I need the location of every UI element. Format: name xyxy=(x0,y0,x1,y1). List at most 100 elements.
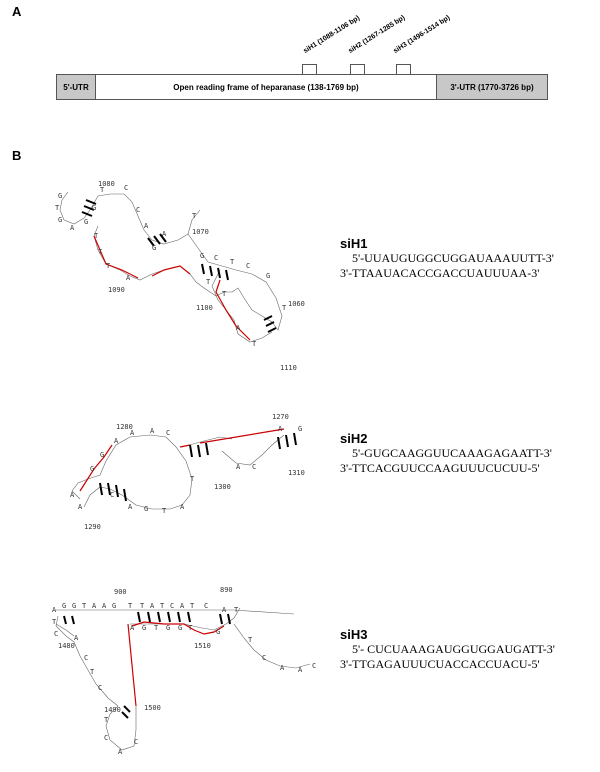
label-1310: 1310 xyxy=(288,469,305,477)
svg-text:G: G xyxy=(84,218,88,226)
svg-text:A: A xyxy=(222,606,227,614)
svg-text:T: T xyxy=(188,624,193,632)
svg-text:A: A xyxy=(78,503,83,511)
gene-bar: 5'-UTR Open reading frame of heparanase … xyxy=(56,74,548,100)
svg-text:A: A xyxy=(280,664,285,672)
svg-text:C: C xyxy=(312,662,316,670)
svg-text:C: C xyxy=(136,206,140,214)
svg-text:C: C xyxy=(214,254,218,262)
svg-text:A: A xyxy=(92,602,97,610)
svg-text:G: G xyxy=(166,624,170,632)
svg-text:T: T xyxy=(104,716,109,724)
svg-text:T: T xyxy=(106,262,111,270)
svg-text:T: T xyxy=(192,212,197,220)
svg-text:T: T xyxy=(222,290,227,298)
site-box-sih3 xyxy=(396,64,411,74)
svg-text:A: A xyxy=(130,429,135,437)
svg-text:T: T xyxy=(248,636,253,644)
svg-text:C: C xyxy=(84,654,88,662)
svg-text:T: T xyxy=(162,507,167,515)
svg-text:A: A xyxy=(130,624,135,632)
label-1500: 1500 xyxy=(144,704,161,712)
svg-text:A: A xyxy=(278,425,283,433)
svg-text:A: A xyxy=(118,748,123,756)
svg-text:T: T xyxy=(154,624,159,632)
panel-b-label: B xyxy=(12,148,22,163)
sirna-sih1-sense: 5'-UUAUGUGGCUGGAUAAAUUTT-3' xyxy=(352,251,554,265)
utr3-segment: 3'-UTR (1770-3726 bp) xyxy=(436,75,547,99)
svg-text:G: G xyxy=(216,628,220,636)
svg-text:A: A xyxy=(70,224,75,232)
svg-text:T: T xyxy=(190,475,195,483)
utr5-segment: 5'-UTR xyxy=(57,75,96,99)
svg-text:A: A xyxy=(180,602,185,610)
svg-text:T: T xyxy=(282,304,287,312)
svg-text:A: A xyxy=(144,222,149,230)
sirna-sih3: siH3 5'- CUCUAAAGAUGGUGGAUGATT-3' 3'-TTG… xyxy=(340,627,555,672)
svg-text:A: A xyxy=(102,602,107,610)
label-1480: 1480 xyxy=(58,642,75,650)
svg-text:T: T xyxy=(128,602,133,610)
svg-text:C: C xyxy=(98,684,102,692)
svg-text:A: A xyxy=(236,463,241,471)
label-1290: 1290 xyxy=(84,523,101,531)
svg-text:T: T xyxy=(230,258,235,266)
svg-text:C: C xyxy=(124,184,128,192)
label-900: 900 xyxy=(114,588,127,596)
svg-text:T: T xyxy=(190,602,195,610)
svg-text:T: T xyxy=(234,606,239,614)
svg-text:C: C xyxy=(262,654,266,662)
svg-text:T: T xyxy=(206,278,211,286)
svg-text:T: T xyxy=(98,248,103,256)
svg-text:A: A xyxy=(126,274,131,282)
sirna-sih2-title: siH2 xyxy=(340,431,368,446)
svg-text:T: T xyxy=(82,602,87,610)
utr5-label: 5'-UTR xyxy=(63,82,89,92)
sirna-sih1-title: siH1 xyxy=(340,236,368,251)
sirna-sih3-title: siH3 xyxy=(340,627,368,642)
svg-text:C: C xyxy=(166,429,170,437)
svg-text:T: T xyxy=(52,618,57,626)
svg-text:C: C xyxy=(54,630,58,638)
svg-text:C: C xyxy=(204,602,208,610)
sirna-sih1-antisense: 3'-TTAAUACACCGACCUAUUUAA-3' xyxy=(340,266,540,280)
sirna-sih3-antisense: 3'-TTGAGAUUUCUACCACCUACU-5' xyxy=(340,657,540,671)
svg-text:C: C xyxy=(170,602,174,610)
svg-text:G: G xyxy=(266,272,270,280)
sirna-sih1: siH1 5'-UUAUGUGGCUGGAUAAAUUTT-3' 3'-TTAA… xyxy=(340,236,554,281)
svg-text:A: A xyxy=(150,602,155,610)
svg-text:T: T xyxy=(140,602,145,610)
sirna-sih2-antisense: 3'-TTCACGUUCCAAGUUUCUCUU-5' xyxy=(340,461,540,475)
svg-text:C: C xyxy=(246,262,250,270)
svg-text:G: G xyxy=(144,505,148,513)
svg-text:G: G xyxy=(142,624,146,632)
site-box-sih2 xyxy=(350,64,365,74)
svg-text:C: C xyxy=(252,463,256,471)
svg-text:T: T xyxy=(252,340,257,348)
svg-text:C: C xyxy=(134,738,138,746)
svg-text:G: G xyxy=(298,425,302,433)
utr3-label: 3'-UTR (1770-3726 bp) xyxy=(450,82,534,92)
svg-text:G: G xyxy=(112,602,116,610)
svg-text:T: T xyxy=(100,186,105,194)
svg-text:T: T xyxy=(160,602,165,610)
svg-text:G: G xyxy=(200,252,204,260)
svg-text:G: G xyxy=(62,602,66,610)
site-box-sih1 xyxy=(302,64,317,74)
svg-text:A: A xyxy=(298,666,303,674)
panel-a-label: A xyxy=(12,4,22,19)
orf-segment: Open reading frame of heparanase (138-17… xyxy=(95,75,437,99)
svg-text:A: A xyxy=(74,634,79,642)
svg-text:G: G xyxy=(152,244,156,252)
label-1070: 1070 xyxy=(192,228,209,236)
label-1300: 1300 xyxy=(214,483,231,491)
svg-text:C: C xyxy=(104,734,108,742)
svg-text:A: A xyxy=(162,230,167,238)
svg-text:G: G xyxy=(58,192,62,200)
svg-text:A: A xyxy=(236,324,241,332)
sirna-sih3-sense: 5'- CUCUAAAGAUGGUGGAUGATT-3' xyxy=(352,642,555,656)
sirna-sih2: siH2 5'-GUGCAAGGUUCAAAGAGAATT-3' 3'-TTCA… xyxy=(340,431,552,476)
label-1060: 1060 xyxy=(288,300,305,308)
